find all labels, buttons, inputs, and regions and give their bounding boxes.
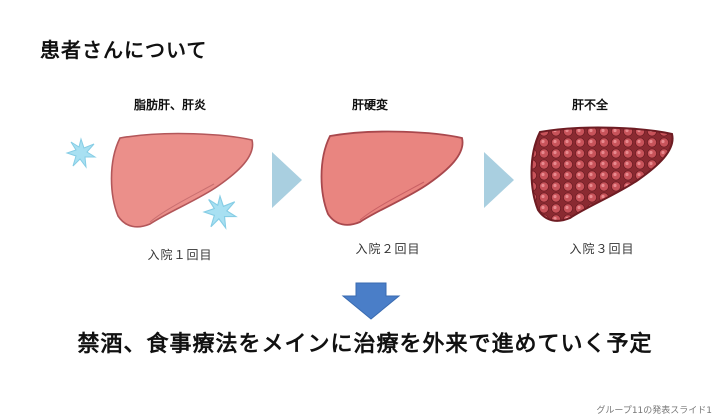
liver-fatty-illustration xyxy=(110,132,254,228)
sparkle-icon xyxy=(65,137,97,169)
slide-footer: グループ11の発表スライド1 xyxy=(596,406,712,416)
stage-label-2: 肝硬変 xyxy=(351,98,388,112)
chevron-right-icon xyxy=(272,152,302,208)
stage-label-1: 脂肪肝、肝炎 xyxy=(133,98,206,112)
visit-label-2: 入院２回目 xyxy=(355,242,421,256)
liver-cirrhosis-illustration xyxy=(320,130,464,226)
liver-failure-illustration xyxy=(530,126,674,222)
treatment-plan-text: 禁酒、食事療法をメインに治療を外来で進めていく予定 xyxy=(77,332,653,357)
visit-label-1: 入院１回目 xyxy=(147,248,213,262)
slide-title: 患者さんについて xyxy=(40,38,208,62)
visit-label-3: 入院３回目 xyxy=(569,242,635,256)
stage-label-3: 肝不全 xyxy=(571,98,608,112)
arrow-down-icon xyxy=(341,282,401,320)
chevron-right-icon xyxy=(484,152,514,208)
sparkle-icon xyxy=(202,194,238,230)
